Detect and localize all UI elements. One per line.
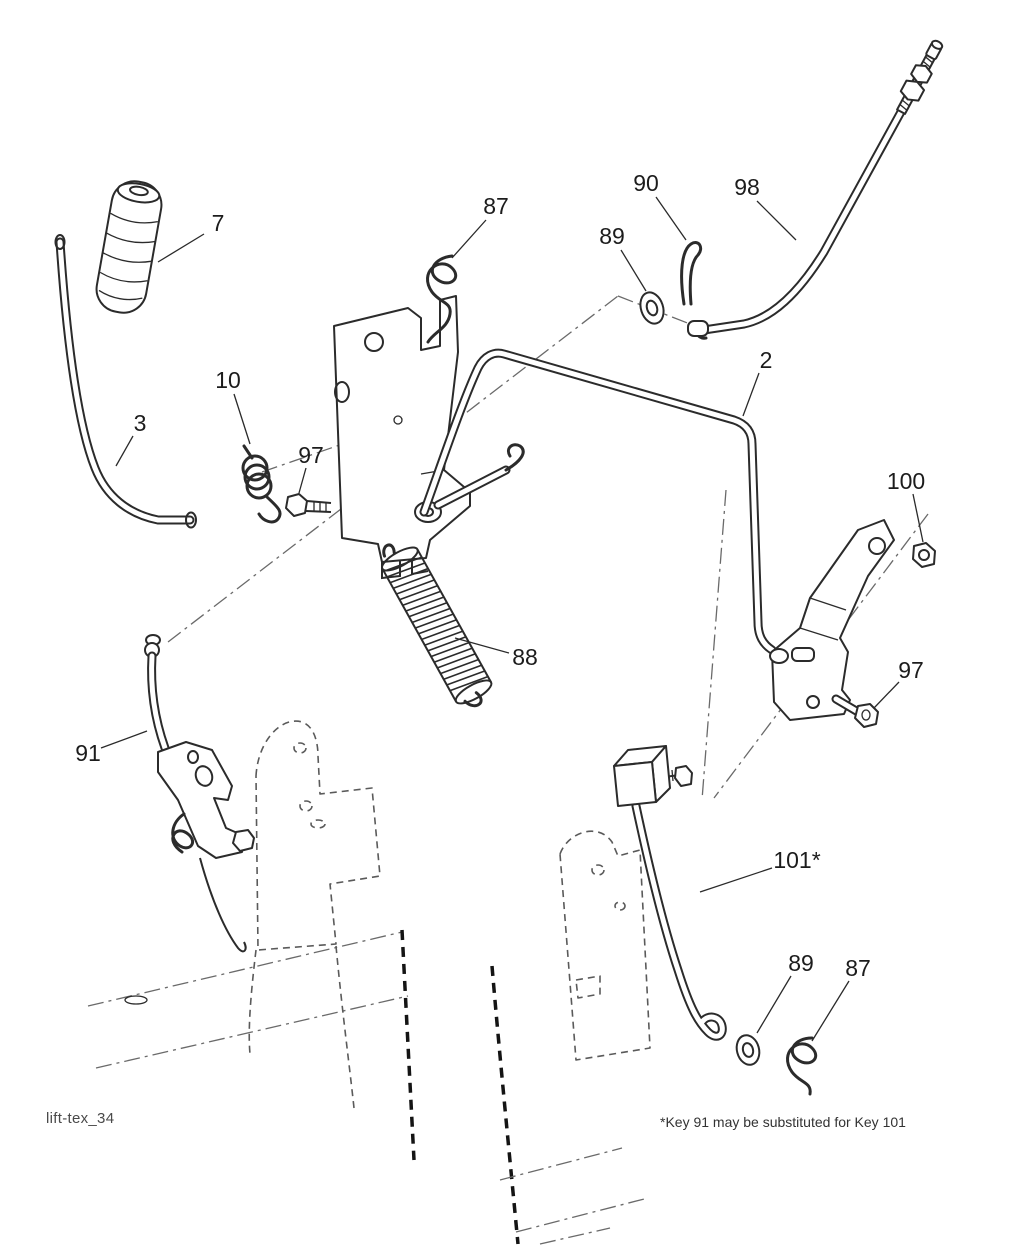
spring-anchor-arm xyxy=(433,443,525,510)
callout-leader-101 xyxy=(699,867,773,893)
spring-coil-line xyxy=(424,630,463,646)
callout-leader-87-top xyxy=(451,219,487,259)
part-7-grip xyxy=(95,180,163,314)
part-87-clip-bottom xyxy=(786,1036,818,1096)
bracket-right xyxy=(769,519,895,721)
callout-leader-88 xyxy=(454,637,510,654)
deck-outline-right xyxy=(490,830,651,1245)
callout-label-90: 90 xyxy=(633,170,659,196)
spring-coil-line xyxy=(384,556,422,572)
spring-coil-line xyxy=(387,562,425,578)
spring-coil-line xyxy=(415,613,454,629)
callout-label-100: 100 xyxy=(887,468,925,494)
deck-outline-left xyxy=(87,720,416,1161)
callout-leader-87-bottom xyxy=(811,980,850,1042)
callout-leader-90 xyxy=(655,196,687,241)
part-10-torsion-spring xyxy=(241,444,282,524)
callout-leader-2 xyxy=(742,372,760,417)
callout-label-97-right: 97 xyxy=(898,657,924,683)
part-91-lift-link xyxy=(144,634,255,953)
callout-label-101: 101* xyxy=(773,847,820,873)
bracket-center xyxy=(333,295,471,580)
part-89-washer-top xyxy=(639,291,665,325)
part-87-clip-top xyxy=(426,254,458,344)
spring-coil-line xyxy=(437,653,476,669)
callout-label-10: 10 xyxy=(215,367,241,393)
spring-coil-line xyxy=(421,624,460,641)
callout-label-7: 7 xyxy=(212,210,225,236)
spring-coil-line xyxy=(399,585,438,601)
spring-coil-line xyxy=(447,670,485,686)
callout-leader-100 xyxy=(912,493,924,543)
callout-leader-3 xyxy=(115,435,134,467)
callout-leader-7 xyxy=(157,233,205,263)
part-88-extension-spring xyxy=(381,543,493,708)
spring-coil-line xyxy=(406,596,444,612)
part-90-hairpin-clip xyxy=(680,241,703,306)
callout-label-2: 2 xyxy=(760,347,773,373)
callout-label-91: 91 xyxy=(75,740,101,766)
callout-layer: 7 87 90 98 89 10 3 97 2 100 88 97 91 101* 89 87 xyxy=(75,170,925,1042)
callout-label-98: 98 xyxy=(734,174,760,200)
part-101-lift-lever xyxy=(613,745,727,1041)
callout-leader-89-bottom xyxy=(756,975,792,1034)
callout-label-97-left: 97 xyxy=(298,442,324,468)
callout-label-87-top: 87 xyxy=(483,193,509,219)
callout-leader-97-left xyxy=(298,467,307,494)
spring-coils xyxy=(384,556,488,692)
part-98-lift-rod xyxy=(687,39,944,340)
callout-label-89-top: 89 xyxy=(599,223,625,249)
callout-label-89-bottom: 89 xyxy=(788,950,814,976)
part-89-washer-bottom xyxy=(735,1034,761,1066)
callout-leader-10 xyxy=(233,393,251,445)
part-100-nut xyxy=(912,542,936,568)
callout-label-87-bottom: 87 xyxy=(845,955,871,981)
callout-leader-97-right xyxy=(873,681,900,709)
construction-lines xyxy=(167,295,929,801)
spring-coil-line xyxy=(418,619,457,635)
spring-coil-line xyxy=(402,590,441,606)
spring-coil-line xyxy=(434,647,472,663)
spring-coil-line xyxy=(443,664,482,680)
figure-id: lift-tex_34 xyxy=(46,1110,115,1127)
callout-leader-91 xyxy=(100,730,148,749)
spring-coil-line xyxy=(431,641,469,658)
spring-coil-line xyxy=(393,573,432,589)
callout-label-3: 3 xyxy=(134,410,147,436)
substitution-footnote: *Key 91 may be substituted for Key 101 xyxy=(660,1114,906,1130)
part-3-lift-lever xyxy=(54,234,197,529)
spring-coil-line xyxy=(409,602,447,618)
callout-leader-98 xyxy=(756,200,797,241)
part-97-bolt-right xyxy=(831,694,879,728)
spring-coil-line xyxy=(390,568,428,584)
callout-label-88: 88 xyxy=(512,644,538,670)
spring-coil-line xyxy=(440,658,479,675)
spring-coil-line xyxy=(450,676,488,692)
spring-coil-line xyxy=(412,607,450,623)
rod-adjuster-end xyxy=(896,39,944,115)
callout-leader-89-top xyxy=(620,249,647,292)
part-2-lift-shaft xyxy=(419,348,777,655)
part-97-bolt-left xyxy=(285,493,332,517)
spring-coil-line xyxy=(396,579,435,595)
